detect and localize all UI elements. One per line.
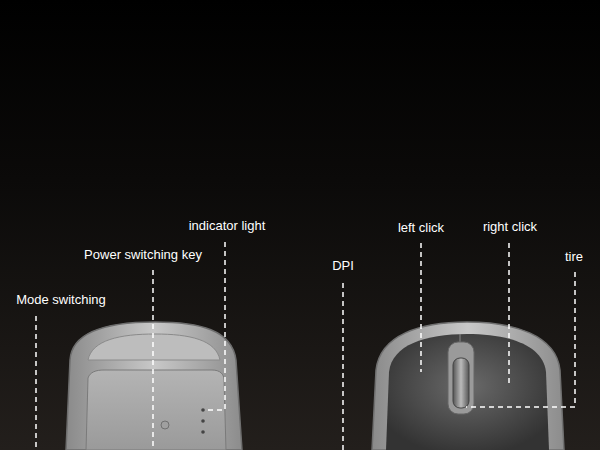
part-label: right click	[483, 219, 537, 235]
part-label: left click	[398, 220, 444, 236]
part-label: Mode switching	[16, 292, 106, 308]
part-label: DPI	[332, 258, 354, 274]
leader-lines	[36, 242, 575, 450]
mouse-top-view	[372, 322, 564, 450]
part-label: tire	[565, 249, 583, 265]
part-label: Power switching key	[84, 247, 202, 263]
part-label: indicator light	[189, 218, 266, 234]
mouse-bottom-view	[66, 322, 242, 450]
